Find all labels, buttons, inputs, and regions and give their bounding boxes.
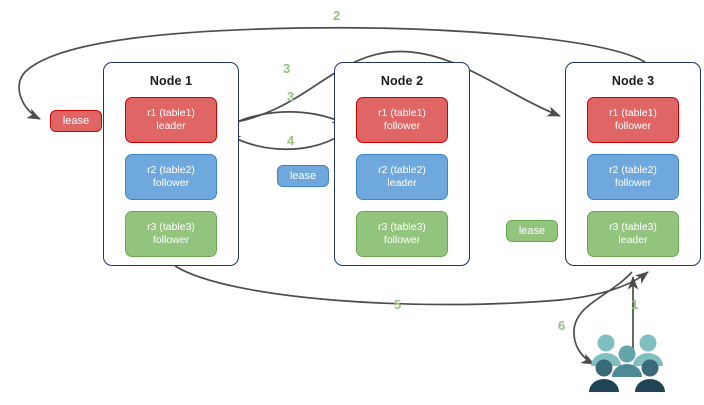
replica-r3-node-2: r3 (table3) follower xyxy=(356,211,448,257)
replica-role: follower xyxy=(383,234,421,246)
replica-name: r2 (table2) xyxy=(147,163,195,176)
replica-name: r2 (table2) xyxy=(378,163,426,176)
replica-role: leader xyxy=(156,120,186,132)
replica-r2-node-2: r2 (table2) leader xyxy=(356,154,448,200)
replica-r2-node-3: r2 (table2) follower xyxy=(587,154,679,200)
step-label-6: 6 xyxy=(558,318,566,333)
step-label-5: 5 xyxy=(394,297,402,312)
edge-step-5 xyxy=(174,265,649,306)
replica-r1-node-3: r1 (table1) follower xyxy=(587,97,679,143)
replica-r3-node-1: r3 (table3) follower xyxy=(125,211,217,257)
replica-name: r2 (table2) xyxy=(609,163,657,176)
step-label-3b: 3 xyxy=(287,89,295,104)
replica-name: r3 (table3) xyxy=(609,220,657,233)
lease-label: lease xyxy=(289,170,317,182)
replica-r1-node-2: r1 (table1) follower xyxy=(356,97,448,143)
step-label-1: 1 xyxy=(631,297,639,312)
users-icon xyxy=(589,334,665,392)
lease-box-table3: lease xyxy=(506,220,558,242)
replica-name: r3 (table3) xyxy=(378,220,426,233)
node-container-node-2: Node 2 r1 (table1) follower r2 (table2) … xyxy=(334,62,470,266)
replica-name: r1 (table1) xyxy=(147,106,195,119)
step-label-2: 2 xyxy=(333,8,341,23)
step-label-3a: 3 xyxy=(283,61,291,76)
edge-step-3-to-node2 xyxy=(221,111,346,131)
replica-name: r3 (table3) xyxy=(147,220,195,233)
replica-r3-node-3: r3 (table3) leader xyxy=(587,211,679,257)
replica-role: follower xyxy=(614,120,652,132)
lease-box-table1: lease xyxy=(50,110,102,132)
replica-role: follower xyxy=(614,177,652,189)
node-title: Node 2 xyxy=(380,74,424,88)
replica-role: leader xyxy=(387,177,417,189)
replica-role: leader xyxy=(618,234,648,246)
replica-role: follower xyxy=(383,120,421,132)
replica-role: follower xyxy=(152,234,190,246)
replica-r1-node-1: r1 (table1) leader xyxy=(125,97,217,143)
lease-label: lease xyxy=(518,225,546,237)
replica-name: r1 (table1) xyxy=(609,106,657,119)
lease-label: lease xyxy=(62,115,90,127)
node-container-node-1: Node 1 r1 (table1) leader r2 (table2) fo… xyxy=(103,62,239,266)
lease-box-table2: lease xyxy=(277,165,329,187)
step-label-4: 4 xyxy=(287,133,295,148)
node-container-node-3: Node 3 r1 (table1) follower r2 (table2) … xyxy=(565,62,701,266)
node-title: Node 1 xyxy=(149,74,193,88)
node-title: Node 3 xyxy=(611,74,655,88)
replica-role: follower xyxy=(152,177,190,189)
replica-r2-node-1: r2 (table2) follower xyxy=(125,154,217,200)
replica-name: r1 (table1) xyxy=(378,106,426,119)
